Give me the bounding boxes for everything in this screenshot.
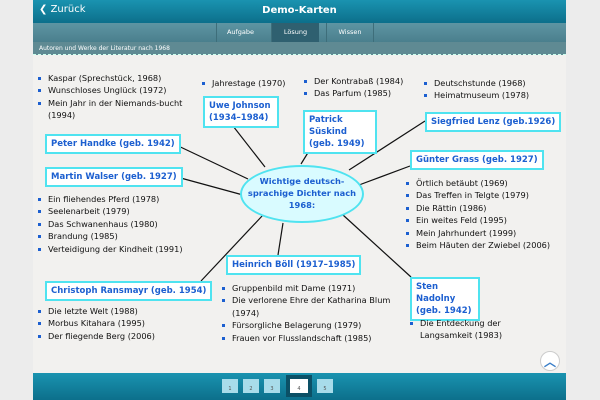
line-johnson: [232, 125, 266, 168]
suskind-works: Der Kontrabaß (1984) Das Parfum (1985): [303, 75, 423, 100]
author-handke: Peter Handke (geb. 1942): [45, 134, 181, 154]
lenz-works: Deutschstunde (1968) Heimatmuseum (1978): [423, 77, 563, 102]
page-thumb-2[interactable]: 2: [243, 379, 259, 393]
mind-map: Wichtige deutsch-sprachige Dichter nach …: [33, 55, 566, 373]
line-lenz: [348, 120, 426, 171]
list-item: Jahrestage (1970): [201, 77, 301, 89]
list-item: Wunschloses Unglück (1972): [37, 84, 187, 96]
list-item: Mein Jahr in der Niemands-bucht (1994): [37, 97, 187, 122]
list-item: Frauen vor Flusslandschaft (1985): [221, 332, 406, 344]
tab-losung[interactable]: Lösung: [271, 23, 319, 42]
list-item: Kaspar (Sprechstück, 1968): [37, 72, 187, 84]
johnson-works: Jahrestage (1970): [201, 77, 301, 89]
page-navigator: 1 2 3 4 5: [33, 373, 566, 400]
walser-works: Ein fliehendes Pferd (1978) Seelenarbeit…: [37, 193, 187, 255]
tab-bar: Aufgabe Lösung Wissen: [33, 23, 566, 42]
list-item: Morbus Kitahara (1995): [37, 317, 197, 329]
list-item: Seelenarbeit (1979): [37, 205, 187, 217]
nadolny-works: Die Entdeckung der Langsamkeit (1983): [409, 317, 534, 342]
center-topic: Wichtige deutsch-sprachige Dichter nach …: [240, 165, 364, 223]
page-thumb-1[interactable]: 1: [222, 379, 238, 393]
handke-works: Kaspar (Sprechstück, 1968) Wunschloses U…: [37, 72, 187, 122]
author-walser: Martin Walser (geb. 1927): [45, 167, 183, 187]
list-item: Deutschstunde (1968): [423, 77, 563, 89]
line-nadolny: [342, 214, 412, 278]
list-item: Der Kontrabaß (1984): [303, 75, 423, 87]
list-item: Örtlich betäubt (1969): [405, 177, 555, 189]
scroll-up-button[interactable]: ︿: [540, 351, 560, 371]
list-item: Beim Häuten der Zwiebel (2006): [405, 239, 555, 251]
line-ransmayr: [200, 214, 264, 282]
page-thumb-4[interactable]: 4: [286, 375, 312, 397]
page-title: Demo-Karten: [262, 5, 337, 16]
list-item: Die Entdeckung der Langsamkeit (1983): [409, 317, 534, 342]
list-item: Gruppenbild mit Dame (1971): [221, 282, 406, 294]
line-handke: [171, 142, 249, 180]
header: ❮ Zurück Demo-Karten: [33, 0, 566, 23]
chevron-up-icon: ︿: [543, 355, 556, 369]
list-item: Das Schwanenhaus (1980): [37, 218, 187, 230]
list-item: Heimatmuseum (1978): [423, 89, 563, 101]
author-boll: Heinrich Böll (1917–1985): [226, 255, 362, 275]
card-subtitle: Autoren und Werke der Literatur nach 196…: [33, 42, 566, 55]
list-item: Der fliegende Berg (2006): [37, 330, 197, 342]
list-item: Ein fliehendes Pferd (1978): [37, 193, 187, 205]
list-item: Mein Jahrhundert (1999): [405, 227, 555, 239]
author-nadolny: Sten Nadolny (geb. 1942): [410, 277, 480, 321]
list-item: Das Treffen in Telgte (1979): [405, 189, 555, 201]
back-button[interactable]: ❮ Zurück: [39, 4, 86, 15]
page-thumb-5[interactable]: 5: [317, 379, 333, 393]
list-item: Fürsorgliche Belagerung (1979): [221, 319, 406, 331]
line-grass: [358, 165, 411, 186]
author-grass: Günter Grass (geb. 1927): [410, 150, 544, 170]
author-lenz: Siegfried Lenz (geb.1926): [425, 112, 562, 132]
app-window: ❮ Zurück Demo-Karten Aufgabe Lösung Wiss…: [33, 0, 566, 400]
list-item: Ein weites Feld (1995): [405, 214, 555, 226]
list-item: Die Rättin (1986): [405, 202, 555, 214]
list-item: Verteidigung der Kindheit (1991): [37, 243, 187, 255]
list-item: Das Parfum (1985): [303, 87, 423, 99]
boll-works: Gruppenbild mit Dame (1971) Die verloren…: [221, 282, 406, 344]
page-thumb-3[interactable]: 3: [264, 379, 280, 393]
author-ransmayr: Christoph Ransmayr (geb. 1954): [45, 281, 213, 301]
author-johnson: Uwe Johnson (1934–1984): [203, 96, 279, 128]
tab-aufgabe[interactable]: Aufgabe: [216, 23, 264, 42]
back-label: Zurück: [50, 4, 86, 15]
line-walser: [176, 176, 244, 196]
line-boll: [277, 222, 284, 256]
chevron-left-icon: ❮: [39, 4, 48, 15]
ransmayr-works: Die letzte Welt (1988) Morbus Kitahara (…: [37, 305, 197, 342]
list-item: Die letzte Welt (1988): [37, 305, 197, 317]
tab-wissen[interactable]: Wissen: [326, 23, 374, 42]
list-item: Brandung (1985): [37, 230, 187, 242]
list-item: Die verlorene Ehre der Katharina Blum (1…: [221, 294, 406, 319]
author-suskind: Patrick Süskind (geb. 1949): [303, 110, 377, 154]
grass-works: Örtlich betäubt (1969) Das Treffen in Te…: [405, 177, 555, 251]
